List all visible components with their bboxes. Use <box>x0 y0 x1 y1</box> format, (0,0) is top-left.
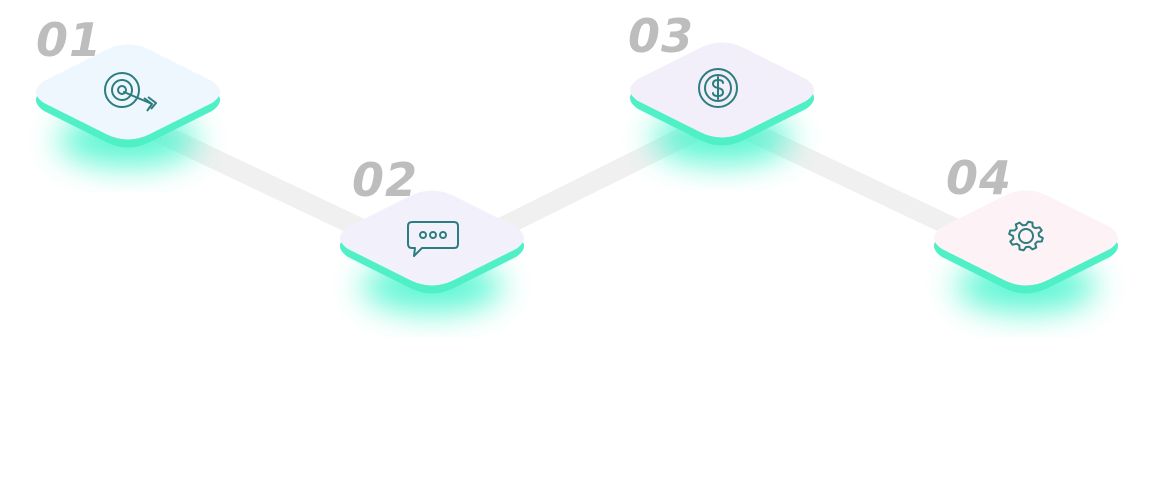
dollar-coin-icon <box>698 68 738 108</box>
step-02: 02 <box>340 153 524 312</box>
step-01: 01 <box>36 13 220 166</box>
step-03: 03 <box>628 9 814 164</box>
target-icon <box>104 72 157 112</box>
tile-top <box>36 44 220 140</box>
step-number: 01 <box>36 13 102 67</box>
tile-top <box>934 190 1118 286</box>
step-number: 02 <box>352 153 418 207</box>
connectors <box>118 108 1036 272</box>
step-number: 04 <box>946 151 1012 205</box>
step-number: 03 <box>628 9 694 63</box>
step-04: 04 <box>934 151 1118 312</box>
chat-icon <box>407 221 459 257</box>
gear-icon <box>1008 220 1044 252</box>
